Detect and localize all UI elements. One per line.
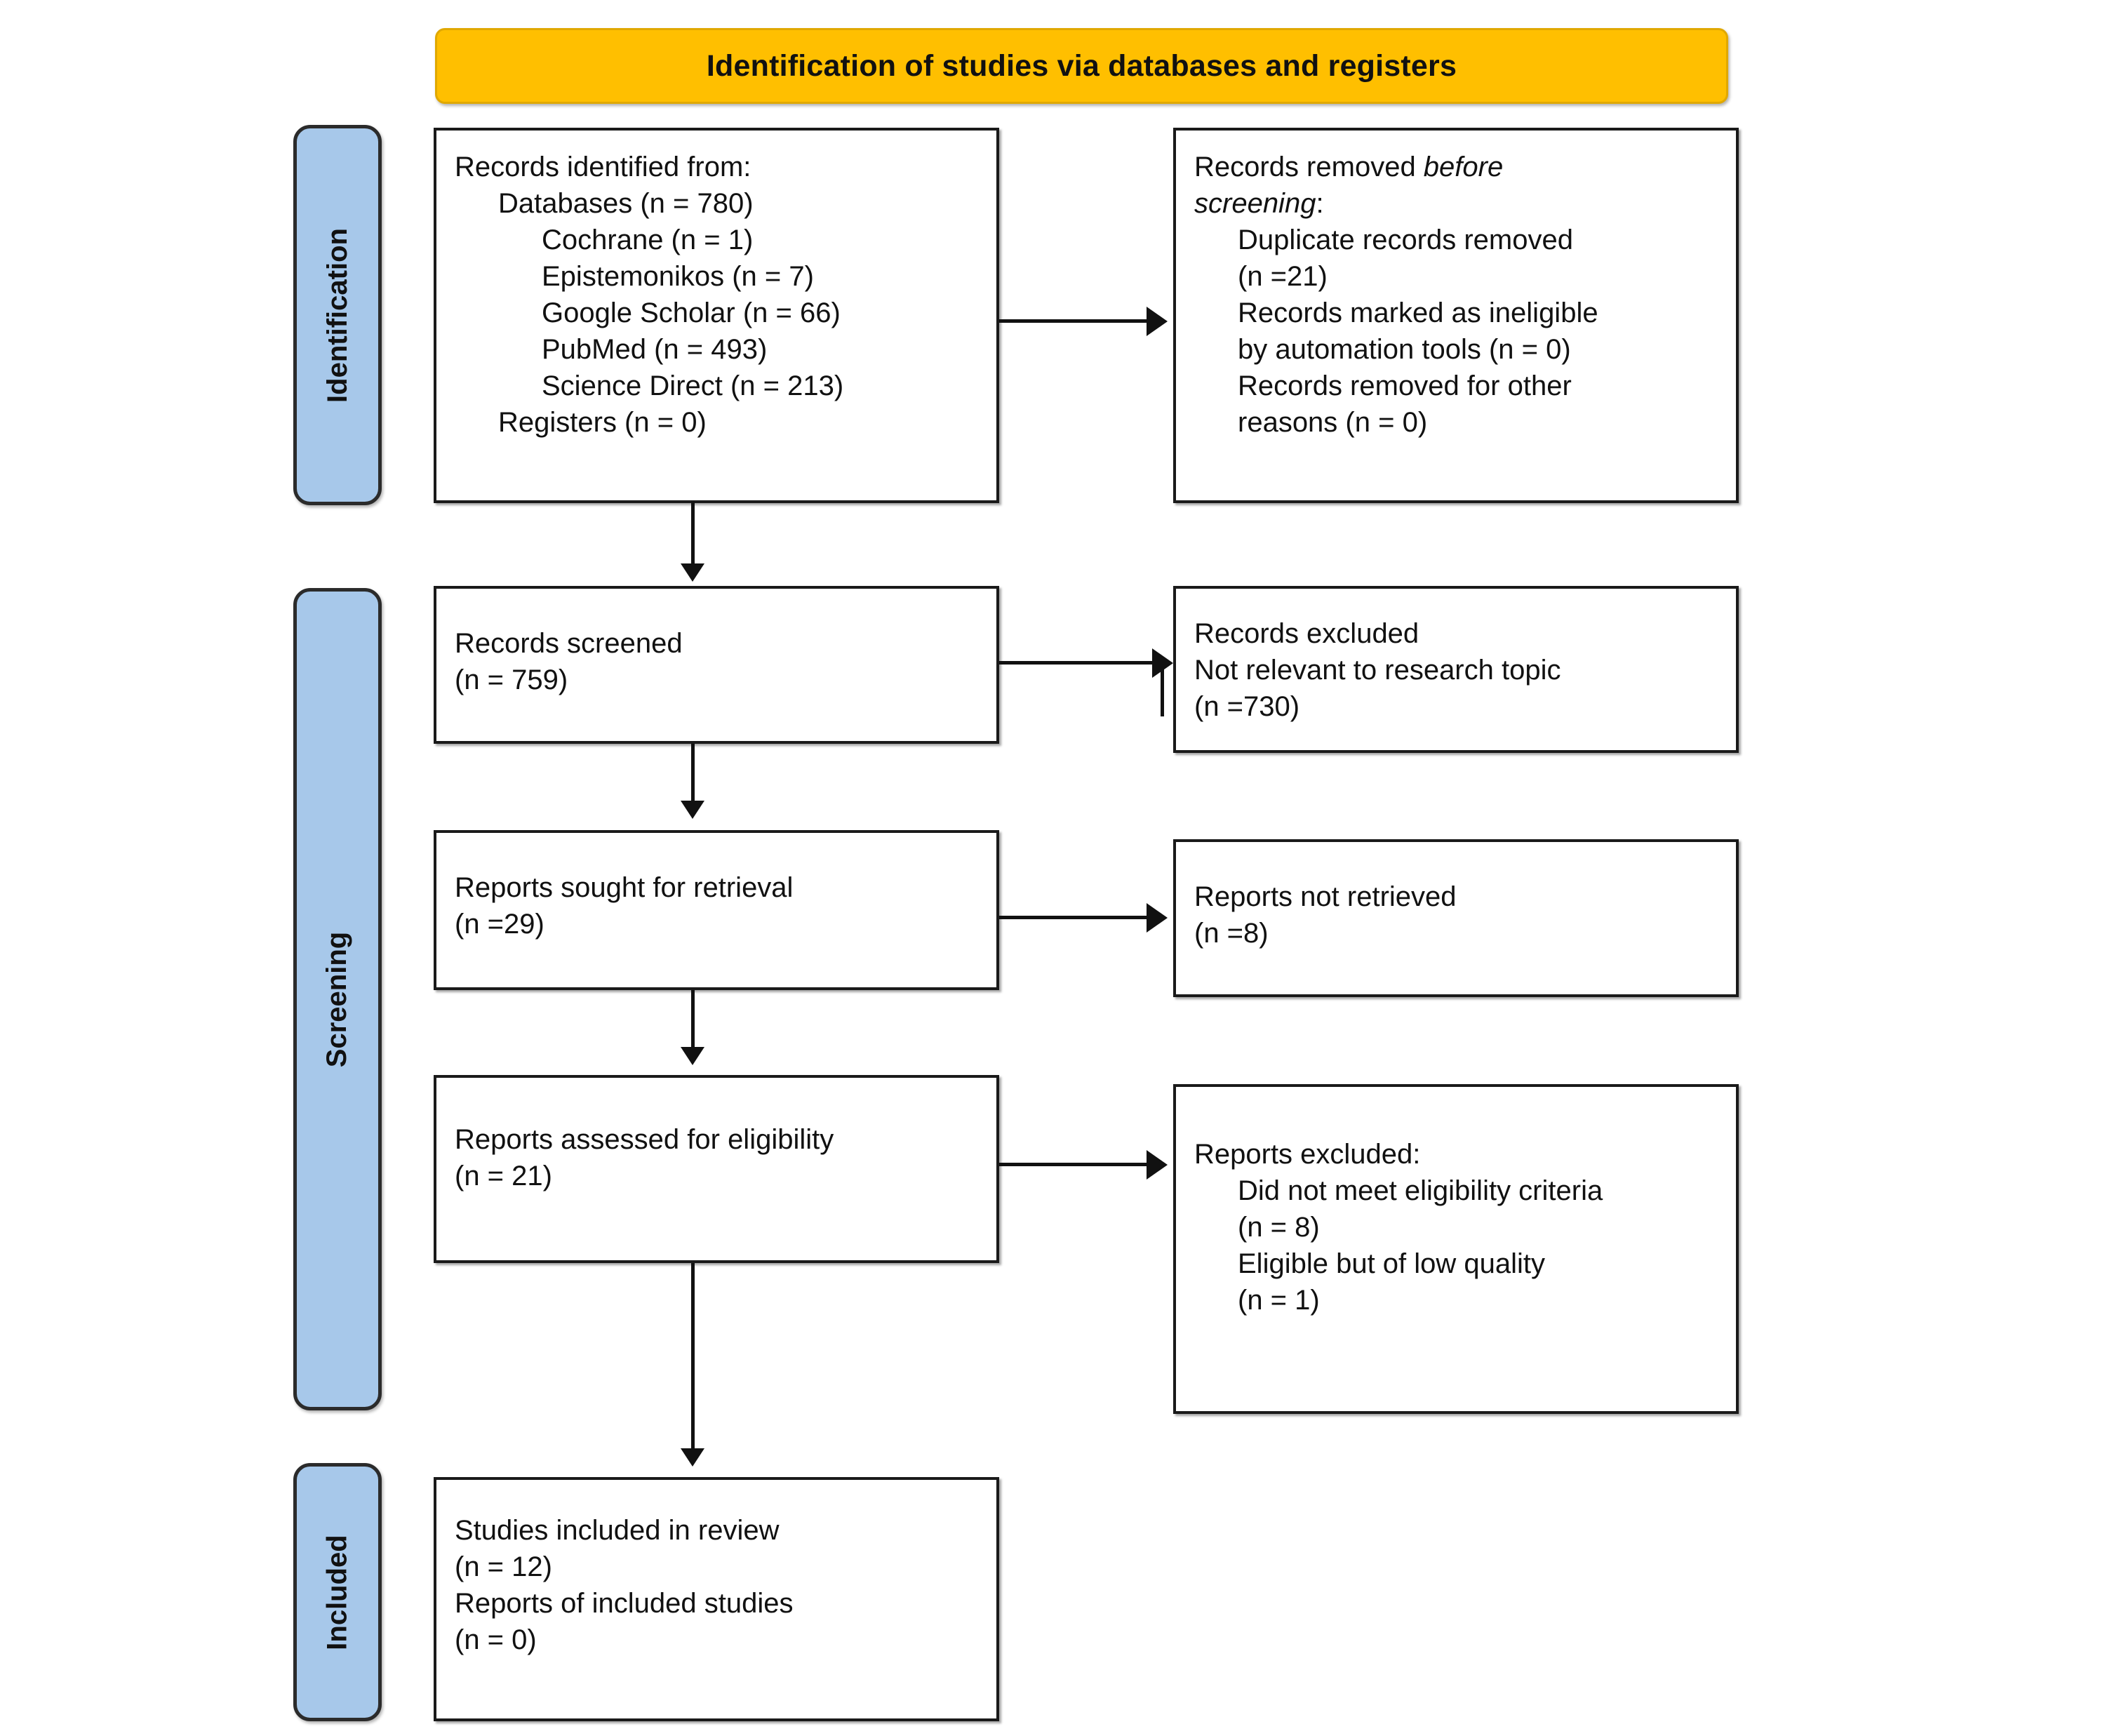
- stage-tab-identification-label: Identification: [321, 227, 353, 403]
- diagram-header-banner: Identification of studies via databases …: [435, 28, 1728, 104]
- records-excluded-line-2: (n =730): [1194, 691, 1300, 722]
- studies-included-line-2: Reports of included studies: [455, 1588, 794, 1619]
- records-removed-lead-plain: Records removed: [1194, 152, 1424, 182]
- connector-identified-to-removed-line: [999, 319, 1148, 323]
- connector-sought-to-not-retrieved-arrow: [1147, 903, 1168, 933]
- records-excluded-line-0: Records excluded: [1194, 618, 1419, 649]
- records-identified-line-3: Epistemonikos (n = 7): [542, 261, 814, 292]
- records-screened-line-1: (n = 759): [455, 665, 568, 695]
- reports-excluded-line-3: Eligible but of low quality: [1238, 1248, 1546, 1279]
- records-identified-line-7: Registers (n = 0): [498, 407, 707, 438]
- reports-sought-line-0: Reports sought for retrieval: [455, 872, 794, 903]
- records-identified-line-0: Records identified from:: [455, 152, 751, 182]
- records-identified-line-4: Google Scholar (n = 66): [542, 298, 841, 328]
- records-identified-line-2: Cochrane (n = 1): [542, 225, 754, 255]
- connector-sought-to-assessed-arrow: [681, 1047, 704, 1065]
- records-removed-lead-line-2: screening:: [1194, 185, 1719, 222]
- records-excluded-line-1: Not relevant to research topic: [1194, 655, 1561, 686]
- records-removed-lead-line-1: Records removed before: [1194, 149, 1719, 185]
- reports-excluded-line-4: (n = 1): [1238, 1285, 1320, 1316]
- reports-not-retrieved-line-1: (n =8): [1194, 918, 1269, 949]
- reports-excluded-line-1: Did not meet eligibility criteria: [1238, 1175, 1603, 1206]
- records-removed-line-1: (n =21): [1238, 261, 1328, 292]
- connector-sought-to-not-retrieved-line: [999, 916, 1148, 919]
- reports-sought-line-1: (n =29): [455, 909, 544, 940]
- box-reports-sought-for-retrieval: Reports sought for retrieval (n =29): [434, 830, 999, 990]
- reports-excluded-line-0: Reports excluded:: [1194, 1139, 1421, 1170]
- records-identified-line-6: Science Direct (n = 213): [542, 370, 844, 401]
- connector-screened-to-sought-line: [691, 744, 695, 803]
- connector-identified-to-removed-arrow: [1147, 307, 1168, 336]
- stage-tab-identification: Identification: [293, 125, 382, 505]
- connector-screened-to-excluded-line: [999, 661, 1156, 665]
- connector-assessed-to-excluded-arrow: [1147, 1150, 1168, 1180]
- box-reports-assessed-for-eligibility: Reports assessed for eligibility (n = 21…: [434, 1075, 999, 1263]
- records-removed-line-0: Duplicate records removed: [1238, 225, 1573, 255]
- connector-sought-to-assessed-line: [691, 990, 695, 1050]
- box-records-identified: Records identified from: Databases (n = …: [434, 128, 999, 503]
- records-removed-lead-colon: :: [1316, 188, 1324, 219]
- box-records-excluded: Records excluded Not relevant to researc…: [1173, 586, 1739, 753]
- box-studies-included-in-review: Studies included in review (n = 12) Repo…: [434, 1477, 999, 1721]
- reports-excluded-line-2: (n = 8): [1238, 1212, 1320, 1243]
- records-identified-line-1: Databases (n = 780): [498, 188, 754, 219]
- records-removed-line-2: Records marked as ineligible: [1238, 298, 1598, 328]
- stage-tab-included: Included: [293, 1463, 382, 1721]
- stage-tab-screening: Screening: [293, 588, 382, 1410]
- box-records-screened: Records screened (n = 759): [434, 586, 999, 744]
- records-screened-line-0: Records screened: [455, 628, 683, 659]
- records-removed-lead-italic-2: screening: [1194, 188, 1316, 219]
- studies-included-line-1: (n = 12): [455, 1551, 552, 1582]
- records-removed-line-4: Records removed for other: [1238, 370, 1572, 401]
- box-reports-excluded: Reports excluded: Did not meet eligibili…: [1173, 1084, 1739, 1414]
- connector-screened-to-sought-arrow: [681, 801, 704, 819]
- connector-screened-to-excluded-stub: [1161, 663, 1164, 716]
- records-identified-line-5: PubMed (n = 493): [542, 334, 768, 365]
- connector-assessed-to-excluded-line: [999, 1163, 1148, 1166]
- banner-title: Identification of studies via databases …: [706, 48, 1457, 83]
- stage-tab-screening-label: Screening: [321, 931, 353, 1067]
- reports-assessed-line-0: Reports assessed for eligibility: [455, 1124, 834, 1155]
- box-records-removed-before-screening: Records removed before screening: Duplic…: [1173, 128, 1739, 503]
- studies-included-line-3: (n = 0): [455, 1624, 537, 1655]
- connector-assessed-to-included-line: [691, 1263, 695, 1451]
- stage-tab-included-label: Included: [321, 1534, 353, 1650]
- records-removed-line-3: by automation tools (n = 0): [1238, 334, 1571, 365]
- box-reports-not-retrieved: Reports not retrieved (n =8): [1173, 839, 1739, 997]
- reports-assessed-line-1: (n = 21): [455, 1161, 552, 1191]
- studies-included-line-0: Studies included in review: [455, 1515, 780, 1546]
- records-removed-line-5: reasons (n = 0): [1238, 407, 1428, 438]
- records-removed-lead-italic-1: before: [1423, 152, 1504, 182]
- connector-identified-to-screened-arrow: [681, 563, 704, 582]
- reports-not-retrieved-line-0: Reports not retrieved: [1194, 881, 1457, 912]
- connector-identified-to-screened-line: [691, 502, 695, 566]
- connector-assessed-to-included-arrow: [681, 1448, 704, 1467]
